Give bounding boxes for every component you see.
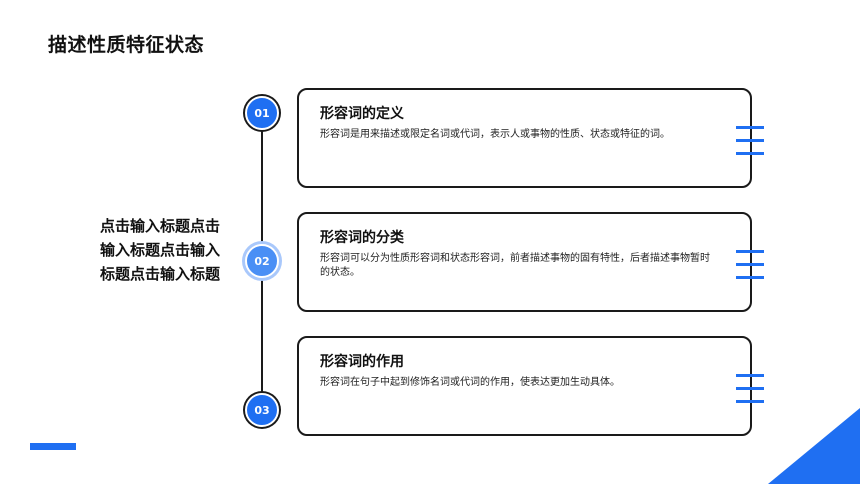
side-heading: 点击输入标题点击输入标题点击输入标题点击输入标题 [99, 217, 220, 283]
step-marker-1: 01 [245, 96, 279, 130]
step-marker-2: 02 [245, 244, 279, 278]
page-title: 描述性质特征状态 [48, 34, 205, 56]
menu-lines-icon [736, 374, 764, 404]
step-card-3[interactable]: 形容词的作用 形容词在句子中起到修饰名词或代词的作用，使表达更加生动具体。 [297, 336, 764, 436]
step-card-description: 形容词是用来描述或限定名词或代词，表示人或事物的性质、状态或特征的词。 [320, 129, 670, 140]
corner-triangle-decoration [768, 408, 860, 484]
menu-lines-icon [736, 250, 764, 280]
menu-lines-icon [736, 126, 764, 156]
step-marker-3: 03 [245, 393, 279, 427]
step-card-title: 形容词的定义 [320, 106, 404, 122]
step-card-title: 形容词的作用 [320, 354, 404, 370]
step-card-1[interactable]: 形容词的定义 形容词是用来描述或限定名词或代词，表示人或事物的性质、状态或特征的… [297, 88, 764, 188]
step-card-2[interactable]: 形容词的分类 形容词可以分为性质形容词和状态形容词，前者描述事物的固有特性，后者… [297, 212, 764, 312]
step-card-description: 形容词可以分为性质形容词和状态形容词，前者描述事物的固有特性，后者描述事物暂时的… [320, 253, 710, 278]
accent-bar [30, 443, 76, 450]
step-card-title: 形容词的分类 [320, 230, 404, 246]
step-card-description: 形容词在句子中起到修饰名词或代词的作用，使表达更加生动具体。 [320, 377, 620, 388]
